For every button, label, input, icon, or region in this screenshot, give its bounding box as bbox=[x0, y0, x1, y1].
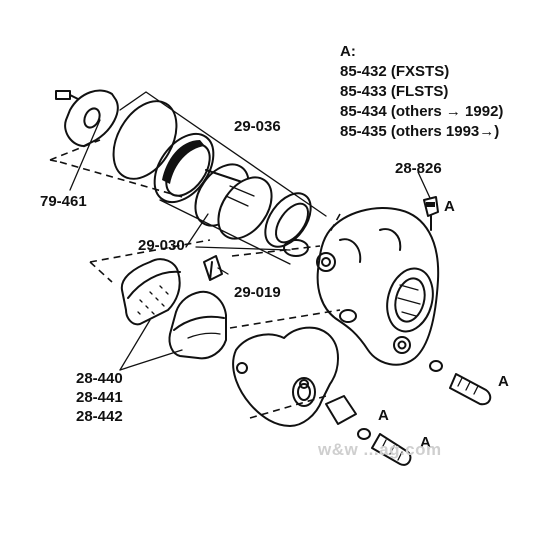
seal-disc bbox=[112, 100, 178, 180]
cover-plate bbox=[55, 89, 119, 147]
legend-item: 85-433 (FLSTS) bbox=[340, 83, 449, 100]
leader-lines bbox=[69, 119, 431, 371]
legend-item: 85-435 (others 1993→) bbox=[340, 123, 500, 140]
piston-bore-ring bbox=[153, 132, 215, 204]
caliper-housing bbox=[316, 207, 440, 366]
label-29-019: 29-019 bbox=[234, 284, 281, 301]
alignment-dashes bbox=[49, 139, 341, 419]
label-29-030: 29-030 bbox=[138, 237, 185, 254]
bleeder-screw bbox=[423, 196, 439, 231]
brake-pad-outer bbox=[120, 258, 181, 326]
legend-item: 85-432 (FXSTS) bbox=[340, 63, 450, 80]
label-28-826: 28-826 bbox=[395, 160, 442, 177]
pin-bolt-2 bbox=[325, 395, 412, 466]
group-line-piston bbox=[159, 199, 291, 265]
anti-rattle-spring bbox=[203, 255, 223, 281]
kit-marker-pin-3: A bbox=[420, 434, 431, 451]
piston bbox=[194, 163, 273, 240]
kit-legend: A: 85-432 (FXSTS) 85-433 (FLSTS) 85-434 … bbox=[340, 42, 503, 142]
brake-pad-inner bbox=[168, 290, 227, 360]
label-28-442: 28-442 bbox=[76, 408, 123, 425]
housing-seal bbox=[339, 309, 357, 323]
legend-item: 85-434 (others → 1992) bbox=[340, 103, 504, 120]
label-28-441: 28-441 bbox=[76, 389, 123, 406]
watermark: w&w ...ag.com bbox=[318, 440, 442, 459]
label-79-461: 79-461 bbox=[40, 193, 87, 210]
kit-marker-pin-1: A bbox=[498, 373, 509, 390]
mount-bracket bbox=[232, 326, 339, 427]
legend-heading: A: bbox=[340, 43, 356, 60]
group-bracket-29-036 bbox=[119, 91, 327, 217]
label-29-036: 29-036 bbox=[234, 118, 281, 135]
kit-marker-pin-2: A bbox=[378, 407, 389, 424]
label-28-440: 28-440 bbox=[76, 370, 123, 387]
kit-marker-bleeder: A bbox=[444, 198, 455, 215]
pin-bolt-1 bbox=[429, 360, 492, 406]
